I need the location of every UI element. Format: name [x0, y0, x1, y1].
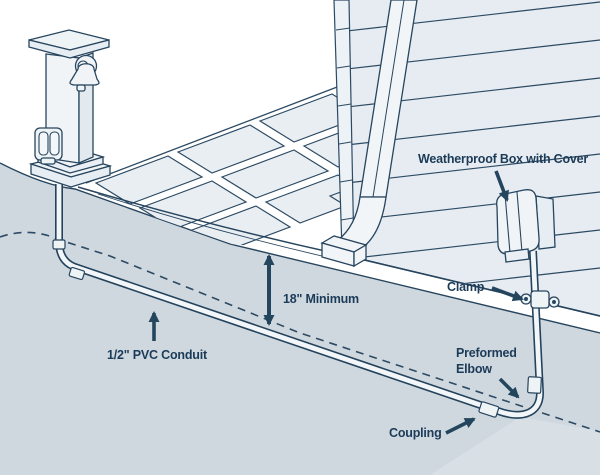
paver-tile	[302, 118, 352, 168]
downspout-outlet-side	[353, 243, 367, 268]
patio-back-edge	[85, 83, 346, 184]
outlet-post	[28, 29, 113, 188]
downspout	[320, 0, 418, 268]
arrow-weatherproof-box	[494, 170, 509, 202]
label-preformed-elbow-line1: Preformed	[456, 346, 517, 360]
label-weatherproof-box: Weatherproof Box with Cover	[418, 152, 588, 166]
label-clamp: Clamp	[447, 280, 485, 294]
label-coupling: Coupling	[389, 426, 442, 440]
arrow-preformed-elbow	[498, 377, 520, 399]
arrow-coupling	[445, 417, 476, 435]
weatherproof-box	[496, 189, 556, 263]
elbow-joint-band	[527, 376, 542, 394]
box-bottom-lip	[504, 248, 530, 263]
coupling-band	[478, 401, 500, 418]
coupling-band-left	[52, 239, 66, 250]
trench-depth-dashed-line	[0, 231, 600, 433]
siding-line	[344, 1, 600, 33]
wall-base-line	[351, 256, 600, 317]
paver-tile	[176, 124, 286, 174]
paver-tile	[94, 155, 204, 205]
earth-undisturbed-wedge	[430, 417, 600, 475]
patio-slab-edge	[97, 193, 349, 263]
label-preformed-elbow-line2: Elbow	[456, 362, 492, 376]
label-depth-minimum: 18" Minimum	[283, 292, 359, 306]
label-pvc-conduit: 1/2" PVC Conduit	[107, 348, 208, 362]
callout-labels: Weatherproof Box with Cover Clamp 18" Mi…	[107, 152, 589, 440]
bell-lamp	[69, 54, 100, 92]
arrow-clamp	[491, 286, 524, 302]
siding-line	[344, 229, 600, 261]
post-outlet-cover	[34, 127, 63, 165]
paver-tile	[220, 149, 330, 199]
coupling-band-left-run	[68, 266, 86, 281]
post-cap	[28, 29, 110, 59]
pvc-conduit-run	[52, 184, 560, 419]
